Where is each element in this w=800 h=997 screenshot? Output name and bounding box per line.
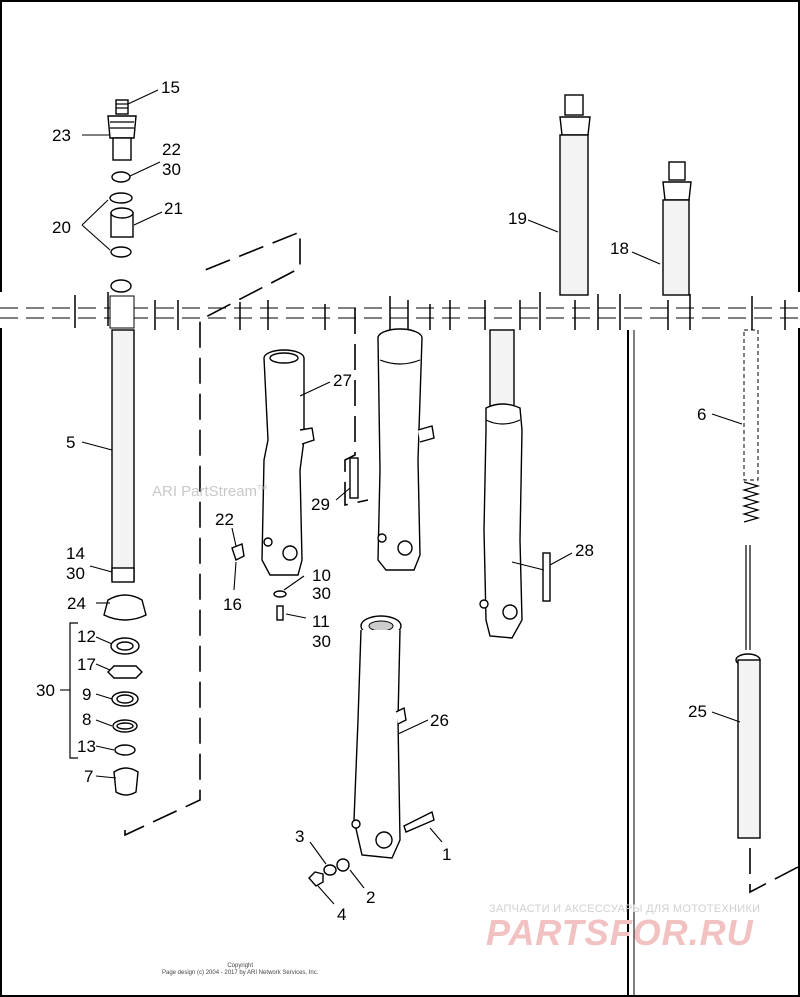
- ari-partstream-watermark: ARI PartStreamTM: [152, 483, 267, 500]
- dashed-guide-center: [344, 308, 369, 506]
- callout-30-d: 30: [312, 584, 331, 603]
- fork-tube-5: [109, 295, 135, 583]
- callout-22-b: 22: [215, 510, 234, 529]
- fork-slider-right: [479, 329, 523, 639]
- bracket-28: [542, 552, 551, 602]
- callout-30: 30: [162, 160, 181, 179]
- fork-spring-6: [741, 329, 761, 523]
- callout-20: 20: [52, 218, 71, 237]
- callout-30-c: 30: [36, 681, 55, 700]
- clip-29: [349, 457, 359, 499]
- callout-10: 10: [312, 566, 331, 585]
- watermark-tm: TM: [257, 485, 268, 492]
- brand-logo: PARTSFOR.RU: [486, 912, 754, 953]
- callout-29: 29: [311, 495, 330, 514]
- copyright-notice: Copyright Page design (c) 2004 - 2017 by…: [162, 963, 318, 977]
- callout-27: 27: [333, 371, 352, 390]
- callout-18: 18: [610, 239, 629, 258]
- callout-17: 17: [77, 655, 96, 674]
- callout-1: 1: [442, 845, 451, 864]
- brand-tagline: ЗАПЧАСТИ И АКСЕССУАРЫ ДЛЯ МОТОТЕХНИКИ: [489, 903, 761, 915]
- callout-21: 21: [164, 199, 183, 218]
- fork-slider-26: [351, 615, 407, 859]
- damper-cartridge-25: [735, 545, 761, 839]
- fork-tube-18: [662, 161, 692, 296]
- callout-11: 11: [312, 612, 330, 631]
- callout-19: 19: [508, 209, 527, 228]
- callout-12: 12: [77, 627, 96, 646]
- callout-28: 28: [575, 541, 594, 560]
- washer-10: [273, 590, 287, 598]
- callout-22: 22: [162, 140, 181, 159]
- callout-6: 6: [697, 405, 706, 424]
- callout-14: 14: [66, 544, 85, 563]
- callout-16: 16: [223, 595, 242, 614]
- fork-cap-assembly: [107, 99, 137, 293]
- callout-26: 26: [430, 711, 449, 730]
- fork-slider-27: [261, 349, 315, 576]
- watermark-text: ARI PartStream: [152, 483, 258, 500]
- copyright-line-1: Copyright: [227, 963, 254, 969]
- leader-lines: [60, 89, 743, 905]
- callout-24: 24: [67, 594, 86, 613]
- callout-30-e: 30: [312, 632, 331, 651]
- callout-5: 5: [66, 433, 75, 452]
- callout-30-b: 30: [66, 564, 85, 583]
- washer-2: [336, 858, 350, 872]
- drain-screw-16: [231, 543, 245, 561]
- callout-25: 25: [688, 702, 707, 721]
- callout-3: 3: [295, 827, 304, 846]
- nut-4: [308, 871, 324, 887]
- dashed-guide-left: [124, 230, 301, 837]
- callout-23: 23: [52, 126, 71, 145]
- fork-slider-center: [377, 328, 435, 571]
- callout-9: 9: [82, 685, 91, 704]
- seal-stack: [103, 594, 147, 796]
- callout-2: 2: [366, 888, 375, 907]
- callout-15: 15: [161, 78, 180, 97]
- callout-7: 7: [84, 767, 93, 786]
- callout-8: 8: [82, 710, 91, 729]
- callout-4: 4: [337, 905, 346, 924]
- copyright-line-2: Page design (c) 2004 - 2017 by ARI Netwo…: [162, 970, 319, 976]
- callout-13: 13: [77, 737, 96, 756]
- washer-3: [323, 864, 337, 876]
- axle-bolt-1: [403, 810, 435, 833]
- fork-tube-19: [559, 94, 591, 296]
- dashed-guide-right: [749, 848, 800, 894]
- screw-11: [276, 605, 284, 621]
